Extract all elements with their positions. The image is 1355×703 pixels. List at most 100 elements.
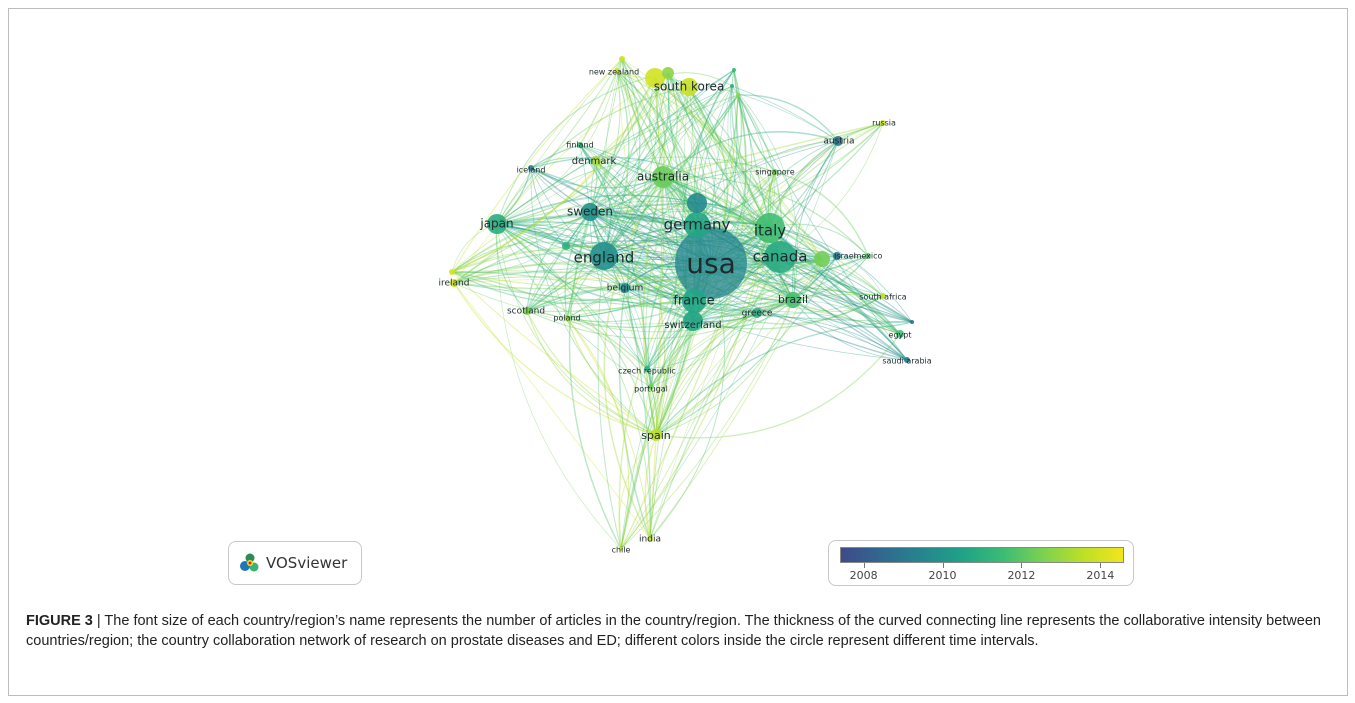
- node-korea2[interactable]: [662, 67, 674, 79]
- collab-edge-113: [688, 86, 776, 173]
- collab-edge-196: [526, 211, 591, 312]
- node-japan[interactable]: [487, 214, 507, 234]
- node-greece[interactable]: [752, 308, 762, 318]
- node-egypt2[interactable]: [910, 320, 914, 324]
- node-south-africa[interactable]: [880, 293, 886, 299]
- node-iceland[interactable]: [528, 165, 534, 171]
- collab-edge-145: [496, 223, 657, 436]
- collab-edge-329: [589, 211, 908, 361]
- collab-edge-288: [530, 144, 581, 169]
- collab-edge-207: [566, 176, 664, 319]
- node-usa[interactable]: [675, 227, 747, 299]
- collab-edge-356: [650, 299, 794, 388]
- node-top4[interactable]: [730, 84, 734, 88]
- node-south-korea[interactable]: [680, 78, 698, 96]
- collab-edge-109: [589, 86, 690, 213]
- collab-edge-203: [566, 224, 698, 319]
- collab-edge-267: [618, 171, 776, 550]
- node-top2[interactable]: [732, 68, 736, 72]
- node-chile[interactable]: [619, 547, 623, 551]
- collab-edge-200: [526, 310, 657, 436]
- node-israel2[interactable]: [814, 251, 830, 267]
- collab-edge-262: [662, 162, 776, 178]
- node-brazil[interactable]: [785, 292, 801, 308]
- collab-edge-241: [603, 140, 839, 257]
- collab-edge-330: [692, 314, 908, 361]
- node-new-zealand[interactable]: [614, 68, 620, 74]
- node-top3[interactable]: [736, 93, 740, 97]
- node-sweden[interactable]: [581, 203, 599, 221]
- collab-edge-233: [792, 255, 869, 301]
- node-egypt[interactable]: [896, 330, 904, 338]
- node-czech-republic[interactable]: [644, 366, 650, 372]
- node-russia[interactable]: [880, 120, 886, 126]
- collab-edge-430: [733, 69, 776, 173]
- collab-edge-158: [595, 86, 690, 162]
- collab-edge-126: [526, 310, 694, 328]
- time-color-scale: 2008 2010 2012 2014: [828, 540, 1134, 586]
- label-germany: germany: [664, 216, 731, 234]
- collab-edge-272: [579, 144, 612, 257]
- collab-edge-451: [731, 85, 798, 301]
- collab-edge-499: [655, 258, 823, 436]
- node-top[interactable]: [619, 56, 625, 62]
- label-egypt: egypt: [889, 331, 912, 340]
- collab-edge-479: [565, 211, 771, 247]
- node-ireland[interactable]: [450, 279, 458, 287]
- node-canada[interactable]: [764, 241, 796, 273]
- node-mid[interactable]: [562, 242, 570, 250]
- node-belgium[interactable]: [620, 283, 630, 293]
- label-france: france: [673, 294, 714, 309]
- collab-edge-162: [589, 211, 758, 314]
- node-austria[interactable]: [833, 136, 843, 146]
- label-singapore: singapore: [755, 168, 795, 177]
- collab-edge-494: [693, 258, 823, 306]
- collab-edge-213: [566, 300, 901, 335]
- scale-tick-2010: [942, 563, 944, 568]
- label-saudi-arabia: saudi arabia: [882, 357, 931, 366]
- collab-edge-246: [731, 85, 839, 142]
- collab-edge-438: [496, 94, 739, 225]
- collab-edge-338: [646, 256, 781, 370]
- collab-edge-64: [589, 211, 695, 302]
- label-south-korea: south korea: [654, 80, 725, 94]
- node-australia[interactable]: [652, 166, 674, 188]
- node-england[interactable]: [590, 242, 618, 270]
- collab-edge-178: [453, 208, 771, 284]
- node-india[interactable]: [647, 536, 653, 542]
- node-mexico[interactable]: [865, 253, 871, 259]
- node-saudi-arabia[interactable]: [904, 357, 910, 363]
- node-france[interactable]: [682, 289, 706, 313]
- node-germ2[interactable]: [687, 193, 707, 213]
- collab-edge-114: [624, 86, 693, 289]
- collab-edge-291: [616, 70, 771, 229]
- scale-label-2014: 2014: [1086, 569, 1115, 582]
- node-singapore[interactable]: [772, 169, 778, 175]
- collab-edge-103: [662, 176, 781, 258]
- collab-edge-225: [836, 255, 884, 297]
- node-italy[interactable]: [755, 213, 785, 243]
- collab-edge-280: [530, 156, 771, 229]
- collab-edge-115: [496, 86, 690, 225]
- label-greece: greece: [742, 309, 773, 319]
- node-korea1[interactable]: [645, 68, 665, 88]
- node-scotland[interactable]: [523, 307, 531, 315]
- node-portugal[interactable]: [648, 384, 654, 390]
- node-israel[interactable]: [833, 252, 841, 260]
- node-finland[interactable]: [577, 142, 583, 148]
- label-mexico: mexico: [854, 252, 883, 261]
- collab-edge-486: [526, 245, 567, 312]
- network-bubbles: [449, 56, 914, 551]
- collab-edge-510: [451, 176, 664, 273]
- node-germany[interactable]: [684, 212, 710, 238]
- node-switzerland[interactable]: [683, 311, 703, 331]
- node-ireland2[interactable]: [449, 269, 455, 275]
- collab-edge-393: [654, 77, 794, 301]
- node-poland[interactable]: [564, 315, 570, 321]
- collab-edge-167: [589, 211, 758, 314]
- collab-edge-231: [692, 255, 869, 322]
- node-spain[interactable]: [650, 429, 662, 441]
- node-denmark[interactable]: [591, 156, 601, 166]
- collab-edge-106: [603, 86, 690, 257]
- collab-edge-476: [696, 202, 908, 361]
